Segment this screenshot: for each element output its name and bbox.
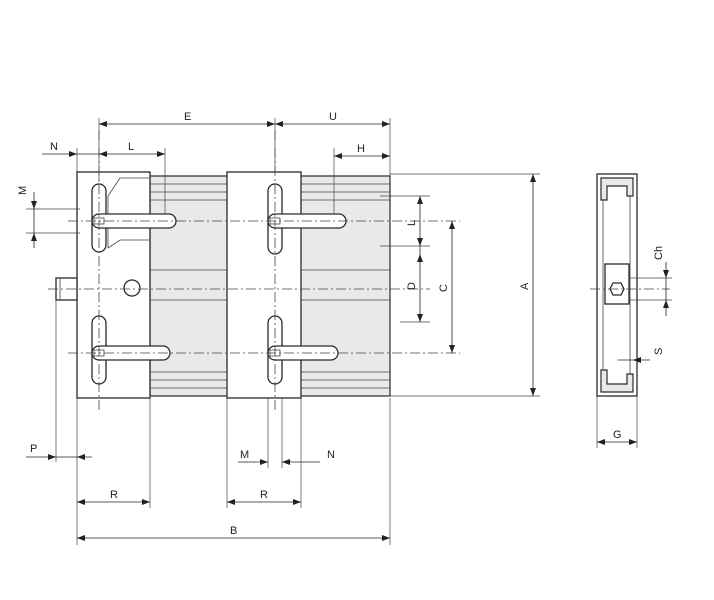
label-l-right: L (406, 220, 418, 226)
dimensions (26, 118, 540, 545)
dimension-labels: E U N L H M L D C A P M N R R B Ch S G (17, 111, 665, 537)
label-l-top: L (128, 141, 134, 153)
label-s: S (653, 348, 665, 355)
label-d: D (406, 282, 418, 290)
label-h: H (357, 143, 365, 155)
label-r-left: R (110, 489, 118, 501)
center-hole (123, 279, 141, 297)
label-n-bottom: N (327, 449, 335, 461)
label-e: E (184, 111, 191, 123)
front-view (48, 130, 460, 410)
middle-carriage (226, 171, 302, 399)
label-b: B (230, 525, 237, 537)
label-r-mid: R (260, 489, 268, 501)
side-view (590, 173, 672, 448)
label-a: A (519, 282, 531, 290)
label-u: U (329, 111, 337, 123)
label-g: G (613, 429, 622, 441)
label-ch: Ch (653, 246, 665, 260)
label-m-bottom: M (240, 449, 249, 461)
label-p: P (30, 443, 37, 455)
label-n-top: N (50, 141, 58, 153)
center-lines (48, 130, 460, 410)
label-m-left: M (17, 186, 29, 195)
label-c: C (438, 284, 450, 292)
